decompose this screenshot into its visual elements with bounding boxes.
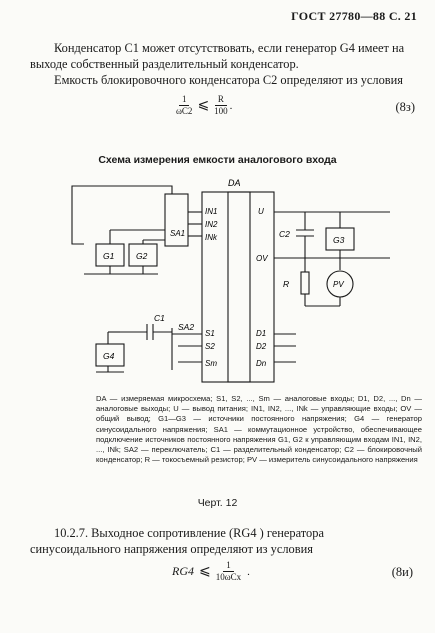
gen-g4-label: G4 bbox=[103, 351, 115, 361]
eq1-relation: ⩽ bbox=[197, 98, 210, 113]
eq2-rhs-fraction: 1 10ωCx bbox=[216, 560, 241, 583]
paragraph-c1: Конденсатор C1 может отсутствовать, если… bbox=[30, 41, 405, 71]
eq1-lhs-fraction: 1 ωC2 bbox=[176, 94, 192, 117]
eq2-period: . bbox=[247, 565, 250, 578]
eq1-lhs-den: ωC2 bbox=[176, 106, 193, 116]
pin-d2-label: D2 bbox=[256, 342, 267, 351]
pv-label: PV bbox=[333, 280, 344, 289]
diagram-legend: DA — измеряемая микросхема; S1, S2, ...,… bbox=[96, 394, 422, 465]
pin-s1-label: S1 bbox=[205, 329, 215, 338]
eq2-rhs-num: 1 bbox=[223, 560, 234, 572]
pin-dn-label: Dn bbox=[256, 359, 267, 368]
figure-caption: Черт. 12 bbox=[197, 497, 238, 509]
eq2-number: (8и) bbox=[391, 565, 413, 579]
eq2-lhs: RG4 bbox=[172, 564, 194, 578]
eq1-rhs-fraction: R 100 bbox=[214, 94, 228, 117]
resistor-r-box bbox=[300, 271, 310, 295]
eq1-rhs-den: 100 bbox=[214, 106, 228, 116]
chip-da-label: DA bbox=[228, 178, 241, 188]
circuit-diagram: DA IN1 IN2 INk S1 S2 Sm U OV D1 D2 Dn G1… bbox=[71, 178, 390, 383]
equation-8z: 1 ωC2 ⩽ R 100 . bbox=[176, 94, 232, 117]
sa1-box bbox=[164, 193, 189, 247]
pin-s2-label: S2 bbox=[205, 342, 215, 351]
c2-label: C2 bbox=[279, 229, 290, 239]
eq1-number: (8з) bbox=[395, 100, 415, 114]
pin-sm-label: Sm bbox=[205, 359, 217, 368]
gen-g2-label: G2 bbox=[136, 251, 148, 261]
paragraph-c2: Емкость блокировочного конденсатора C2 о… bbox=[54, 73, 403, 87]
eq2-rhs-den: 10ωCx bbox=[215, 572, 242, 582]
pin-d1-label: D1 bbox=[256, 329, 266, 338]
gen-g4-box bbox=[95, 343, 125, 367]
paragraph-10-2-7: 10.2.7. Выходное сопротивление (RG4 ) ге… bbox=[30, 526, 324, 556]
diagram-title: Схема измерения емкости аналогового вход… bbox=[98, 154, 337, 166]
gen-g3-label: G3 bbox=[333, 235, 345, 245]
eq1-lhs-num: 1 bbox=[178, 94, 190, 106]
sa2-label: SA2 bbox=[178, 322, 194, 332]
gen-g1-label: G1 bbox=[103, 251, 115, 261]
equation-8i: RG4 ⩽ 1 10ωCx . bbox=[172, 560, 250, 583]
pin-ink-label: INk bbox=[205, 233, 218, 242]
eq2-relation: ⩽ bbox=[199, 564, 211, 579]
sa1-label: SA1 bbox=[170, 229, 185, 238]
pin-in1-label: IN1 bbox=[205, 207, 217, 216]
r-label: R bbox=[283, 279, 289, 289]
pin-in2-label: IN2 bbox=[205, 220, 218, 229]
eq1-rhs-num: R bbox=[214, 94, 227, 106]
eq1-period: . bbox=[229, 99, 233, 112]
c1-label: C1 bbox=[154, 313, 165, 323]
pin-u-label: U bbox=[258, 207, 264, 216]
chip-da-core bbox=[227, 191, 251, 383]
pin-ov-label: OV bbox=[256, 254, 268, 263]
page-header: ГОСТ 27780—88 С. 21 bbox=[291, 9, 417, 23]
